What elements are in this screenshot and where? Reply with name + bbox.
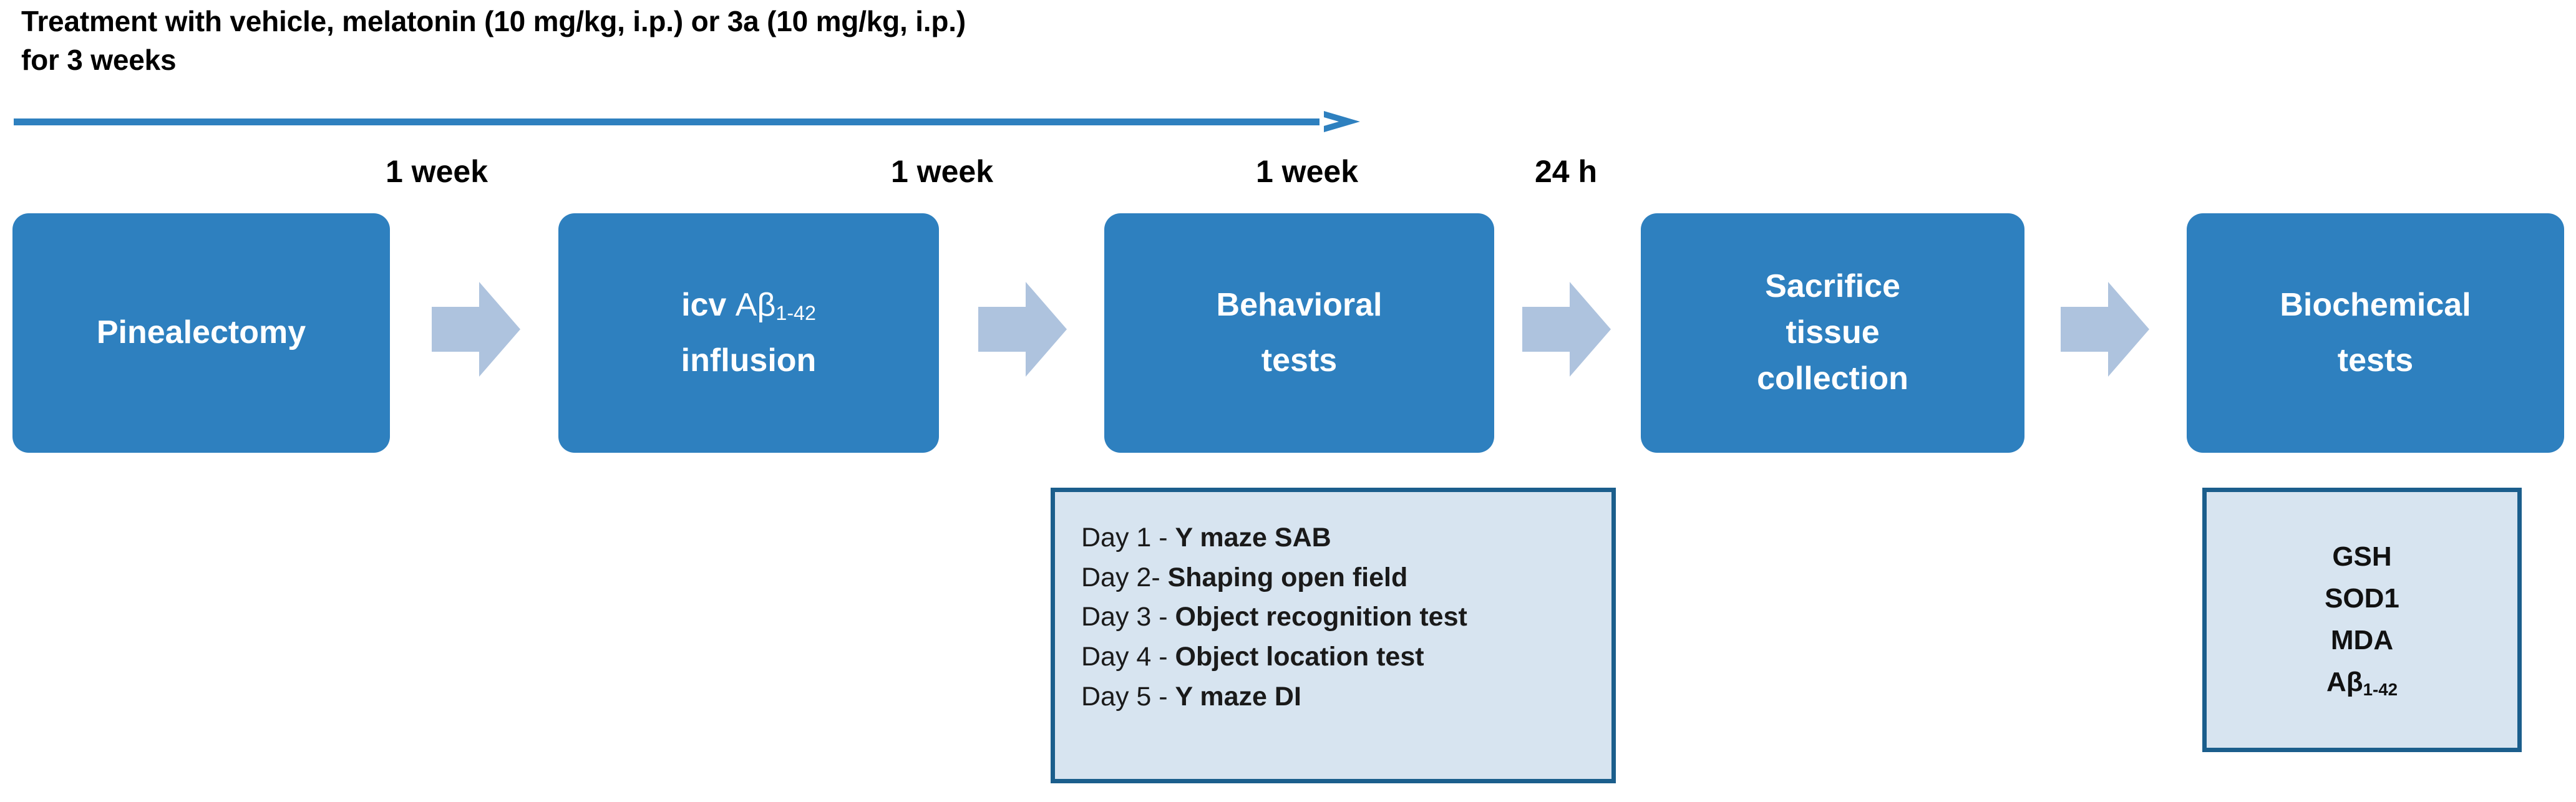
schedule-row-day4: Day 4 - Object location test (1081, 637, 1611, 677)
stage-label-biochemical-line2: tests (2337, 342, 2414, 379)
interval-label-4: 24 h (1534, 154, 1598, 189)
treatment-caption: Treatment with vehicle, melatonin (10 mg… (21, 2, 1519, 79)
analyte-abeta: Aβ1-42 (2326, 662, 2398, 703)
schedule-row-day2: Day 2- Shaping open field (1081, 558, 1611, 598)
stage-label-collection: collection (1757, 360, 1908, 397)
schedule-test-4: Object location test (1175, 641, 1424, 672)
stage-label-pinealectomy: Pinealectomy (96, 314, 306, 351)
block-arrow-2-icon (978, 279, 1067, 379)
arrow-head-notch (1320, 116, 1339, 127)
analyte-abeta-symbol: Aβ (2326, 666, 2363, 697)
abeta-symbol: Aβ (735, 286, 776, 323)
analyte-gsh: GSH (2332, 541, 2392, 573)
schedule-test-1: Y maze SAB (1175, 523, 1331, 553)
stage-label-tissue: tissue (1786, 314, 1880, 351)
abeta-subscript: 1-42 (775, 301, 816, 324)
schedule-day-1: Day 1 - (1081, 523, 1175, 553)
schedule-row-day1: Day 1 - Y maze SAB (1081, 518, 1611, 558)
schedule-test-5: Y maze DI (1175, 681, 1301, 712)
stage-box-sacrifice-tissue-collection[interactable]: Sacrifice tissue collection (1641, 213, 2024, 453)
block-arrow-3-icon (1522, 279, 1611, 379)
stage-label-biochemical-line1: Biochemical (2280, 286, 2471, 323)
analyte-mda: MDA (2330, 625, 2394, 655)
stage-box-pinealectomy[interactable]: Pinealectomy (12, 213, 390, 453)
stage-label-behavioral-line2: tests (1261, 342, 1338, 379)
schedule-day-4: Day 4 - (1081, 641, 1175, 672)
interval-label-3: 1 week (1255, 154, 1358, 189)
arrow-shaft (14, 118, 1343, 125)
schedule-day-2: Day 2- (1081, 562, 1168, 592)
block-arrow-4-icon (2061, 279, 2149, 379)
stage-label-icv-abeta: icv Aβ1-42 (681, 278, 816, 333)
stage-box-icv-abeta-infusion[interactable]: icv Aβ1-42 influsion (558, 213, 939, 453)
stage-label-sacrifice: Sacrifice (1765, 268, 1900, 305)
schedule-row-day5: Day 5 - Y maze DI (1081, 677, 1611, 717)
analyte-abeta-subscript: 1-42 (2363, 679, 2398, 699)
biochemical-analytes-panel: GSH SOD1 MDA Aβ1-42 (2202, 488, 2522, 752)
schedule-day-3: Day 3 - (1081, 602, 1175, 632)
analyte-sod1: SOD1 (2325, 583, 2399, 614)
treatment-caption-line-1: Treatment with vehicle, melatonin (10 mg… (21, 5, 966, 37)
stage-box-biochemical-tests[interactable]: Biochemical tests (2187, 213, 2564, 453)
block-arrow-1-icon (432, 279, 520, 379)
stage-label-behavioral-line1: Behavioral (1216, 286, 1383, 323)
treatment-duration-arrow (14, 111, 1405, 132)
stage-box-behavioral-tests[interactable]: Behavioral tests (1104, 213, 1494, 453)
stage-label-influsion: influsion (681, 342, 817, 379)
interval-label-2: 1 week (890, 154, 993, 189)
behavioral-test-schedule-panel: Day 1 - Y maze SAB Day 2- Shaping open f… (1051, 488, 1616, 783)
treatment-caption-line-2: for 3 weeks (21, 43, 177, 76)
schedule-row-day3: Day 3 - Object recognition test (1081, 597, 1611, 637)
icv-prefix: icv (681, 286, 736, 323)
schedule-day-5: Day 5 - (1081, 681, 1175, 712)
schedule-test-3: Object recognition test (1175, 602, 1467, 632)
interval-label-1: 1 week (385, 154, 488, 189)
schedule-test-2: Shaping open field (1167, 562, 1408, 592)
